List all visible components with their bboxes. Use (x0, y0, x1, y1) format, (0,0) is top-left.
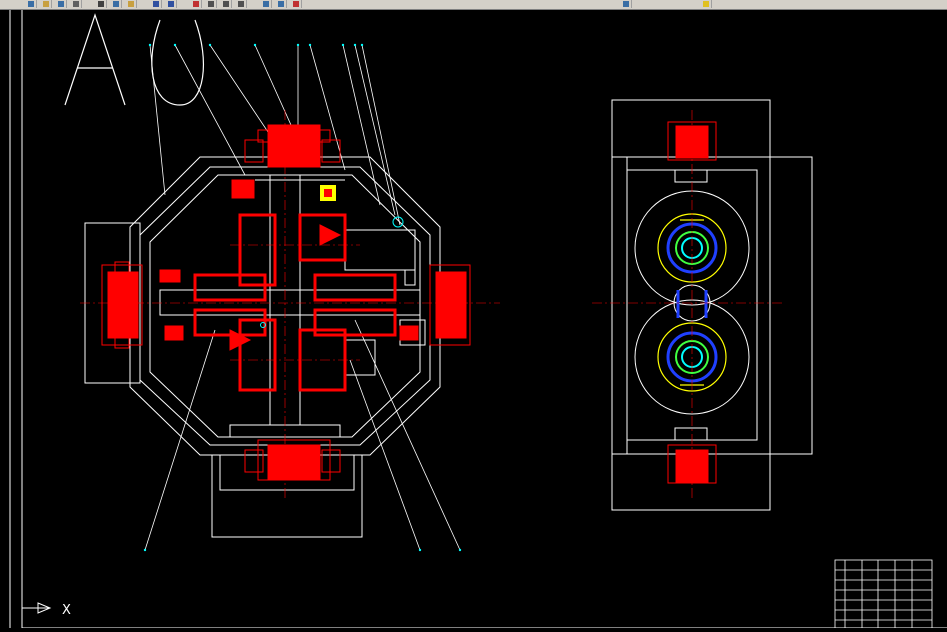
undo-button[interactable] (150, 0, 162, 8)
properties-icon (263, 1, 269, 7)
model-space-background (0, 10, 947, 628)
zoom-realtime-button[interactable] (205, 0, 217, 8)
cut-button[interactable] (95, 0, 107, 8)
print-icon (73, 1, 79, 7)
paste-button[interactable] (125, 0, 137, 8)
layer-button[interactable] (620, 0, 632, 8)
layer-icon (623, 1, 629, 7)
side-view-centerlines (592, 110, 785, 500)
bulb-button[interactable] (700, 0, 712, 8)
sheet-size-label (64, 13, 205, 106)
copy-button[interactable] (110, 0, 122, 8)
design-center-icon (278, 1, 284, 7)
ucs-x-label: X (62, 603, 71, 618)
undo-icon (153, 1, 159, 7)
design-center-button[interactable] (275, 0, 287, 8)
bulb-icon (703, 1, 709, 7)
pan-icon (193, 1, 199, 7)
pan-button[interactable] (190, 0, 202, 8)
zoom-window-button[interactable] (220, 0, 232, 8)
print-button[interactable] (70, 0, 82, 8)
main-view-centerlines (80, 110, 500, 500)
redo-icon (168, 1, 174, 7)
leader-lines (144, 44, 461, 551)
main-view-highlights (260, 185, 404, 328)
drawing-frame (9, 10, 947, 628)
paste-icon (128, 1, 134, 7)
title-block (834, 559, 933, 628)
open-icon (43, 1, 49, 7)
main-view-bearings (101, 124, 471, 481)
cut-icon (98, 1, 104, 7)
copy-icon (113, 1, 119, 7)
leader-dots (143, 43, 462, 552)
open-button[interactable] (40, 0, 52, 8)
redo-button[interactable] (165, 0, 177, 8)
zoom-previous-icon (238, 1, 244, 7)
standard-toolbar (0, 0, 947, 10)
tool-palette-icon (293, 1, 299, 7)
drawing-canvas[interactable]: X (0, 10, 947, 628)
zoom-window-icon (223, 1, 229, 7)
tool-palette-button[interactable] (290, 0, 302, 8)
new-icon (28, 1, 34, 7)
properties-button[interactable] (260, 0, 272, 8)
save-button[interactable] (55, 0, 67, 8)
zoom-previous-button[interactable] (235, 0, 247, 8)
zoom-realtime-icon (208, 1, 214, 7)
new-button[interactable] (25, 0, 37, 8)
save-icon (58, 1, 64, 7)
ucs-icon (22, 602, 52, 614)
